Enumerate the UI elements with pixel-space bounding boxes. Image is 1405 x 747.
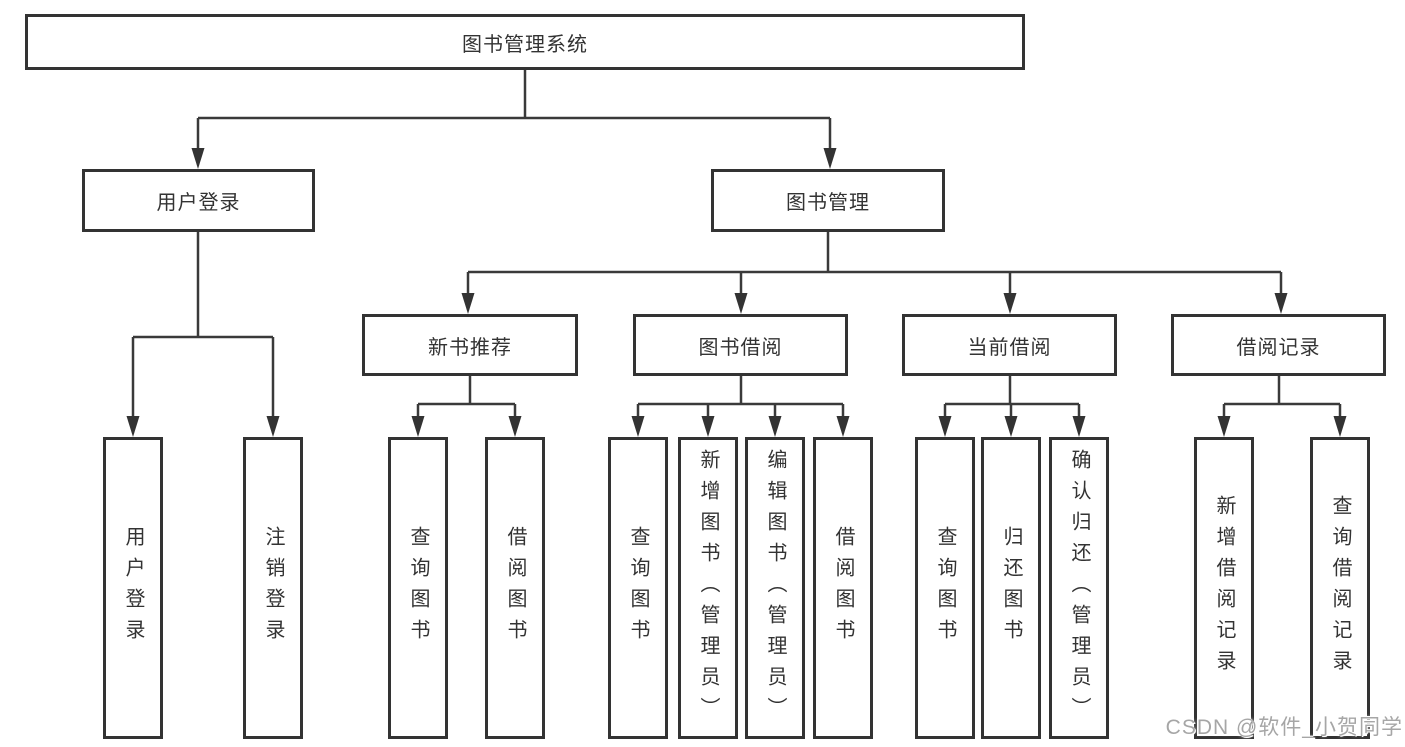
leaf-return-books: 归还图书 bbox=[981, 437, 1041, 739]
leaf-confirm-return-admin: 确认归还（管理员） bbox=[1049, 437, 1109, 739]
leaf-add-borrow-record: 新增借阅记录 bbox=[1194, 437, 1254, 739]
leaf-edit-book-admin: 编辑图书（管理员） bbox=[745, 437, 805, 739]
node-label: 图书借阅 bbox=[698, 336, 783, 359]
node-label: 查询图书 bbox=[627, 526, 649, 650]
node-label: 新增图书（管理员） bbox=[697, 448, 719, 728]
leaf-add-book-admin: 新增图书（管理员） bbox=[678, 437, 738, 739]
node-label: 查询图书 bbox=[407, 526, 429, 650]
node-label: 查询图书 bbox=[934, 526, 956, 650]
node-label: 借阅图书 bbox=[832, 526, 854, 650]
leaf-query-books-recommend: 查询图书 bbox=[388, 437, 448, 739]
node-label: 用户登录 bbox=[122, 526, 144, 650]
node-label: 归还图书 bbox=[1000, 526, 1022, 650]
node-label: 图书管理系统 bbox=[462, 33, 588, 56]
node-label: 编辑图书（管理员） bbox=[764, 448, 786, 728]
node-label: 查询借阅记录 bbox=[1329, 495, 1351, 681]
node-current-borrowing: 当前借阅 bbox=[902, 314, 1117, 376]
leaf-user-login: 用户登录 bbox=[103, 437, 163, 739]
node-label: 用户登录 bbox=[156, 192, 241, 214]
node-book-management: 图书管理 bbox=[711, 169, 945, 232]
leaf-logout: 注销登录 bbox=[243, 437, 303, 739]
node-label: 借阅图书 bbox=[504, 526, 526, 650]
leaf-borrow-books-recommend: 借阅图书 bbox=[485, 437, 545, 739]
node-label: 新书推荐 bbox=[428, 336, 512, 359]
csdn-watermark: CSDN @软件_小贺同学 bbox=[1165, 716, 1403, 739]
node-label: 确认归还（管理员） bbox=[1068, 448, 1090, 728]
leaf-query-books-current: 查询图书 bbox=[915, 437, 975, 739]
node-label: 注销登录 bbox=[262, 526, 284, 650]
node-label: 图书管理 bbox=[786, 192, 870, 214]
leaf-query-books-borrowing: 查询图书 bbox=[608, 437, 668, 739]
node-borrowing-records: 借阅记录 bbox=[1171, 314, 1386, 376]
node-book-borrowing: 图书借阅 bbox=[633, 314, 848, 376]
leaf-query-borrow-record: 查询借阅记录 bbox=[1310, 437, 1370, 739]
node-label: 借阅记录 bbox=[1236, 336, 1321, 359]
node-library-system: 图书管理系统 bbox=[25, 14, 1025, 70]
node-label: 当前借阅 bbox=[967, 336, 1052, 359]
leaf-borrow-books: 借阅图书 bbox=[813, 437, 873, 739]
node-new-book-recommend: 新书推荐 bbox=[362, 314, 578, 376]
node-user-login: 用户登录 bbox=[82, 169, 315, 232]
node-label: 新增借阅记录 bbox=[1213, 495, 1235, 681]
